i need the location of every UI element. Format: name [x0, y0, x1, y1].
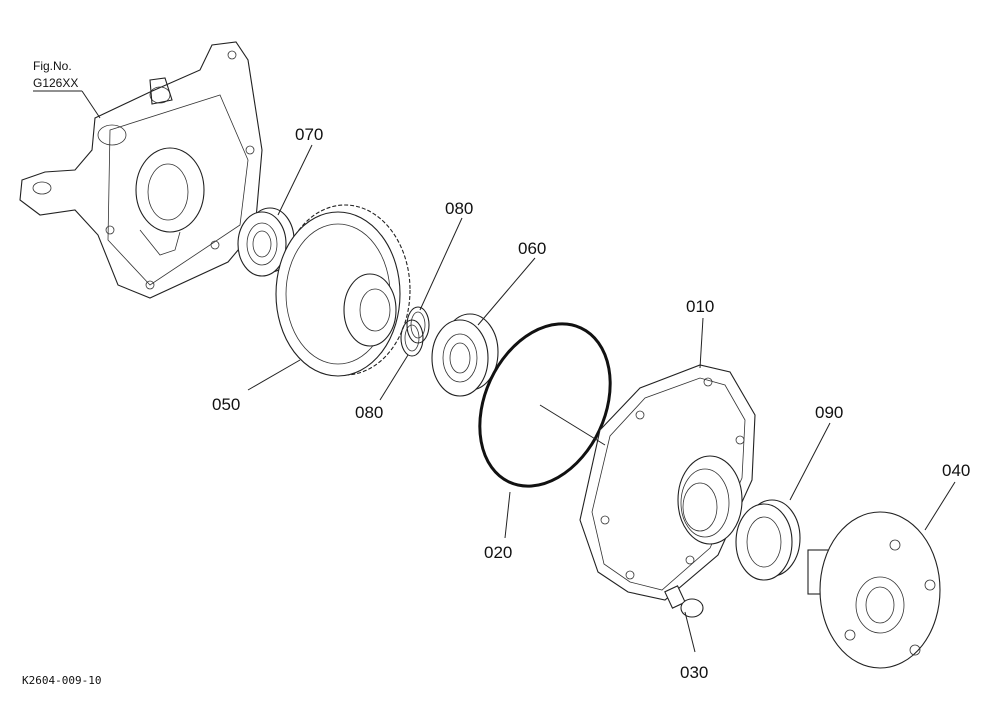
leader-020 [504, 491, 511, 539]
label-060: 060 [518, 239, 546, 258]
housing [19, 41, 263, 299]
label-010: 010 [686, 297, 714, 316]
leader-080-a [419, 217, 463, 311]
label-090: 090 [815, 403, 843, 422]
fig-code-leader [81, 90, 101, 119]
snap-ring-080-b [400, 319, 424, 357]
gear-050 [275, 204, 411, 377]
bearing-070 [237, 207, 295, 277]
leader-080-b [379, 354, 409, 401]
snap-ring-080-a [406, 306, 430, 344]
label-030: 030 [680, 663, 708, 682]
leader-090 [789, 422, 831, 501]
bolt-030 [664, 585, 704, 618]
label-020: 020 [484, 543, 512, 562]
label-040: 040 [942, 461, 970, 480]
drawing-code: K2604-009-10 [22, 674, 101, 687]
leader-060 [477, 257, 536, 326]
cover-plate-010 [579, 364, 756, 601]
label-080-a: 080 [445, 199, 473, 218]
leader-020-inner [539, 404, 606, 446]
fig-no-label: Fig.No. [33, 59, 72, 73]
bearing-060 [431, 313, 499, 397]
leader-030 [684, 611, 696, 653]
label-070: 070 [295, 125, 323, 144]
label-050: 050 [212, 395, 240, 414]
label-080-b: 080 [355, 403, 383, 422]
leader-070 [277, 144, 313, 216]
leader-050 [247, 359, 301, 391]
seal-090 [735, 499, 801, 581]
hub-flange-040 [807, 511, 941, 669]
leader-040 [924, 481, 956, 531]
fig-code: G126XX [33, 76, 78, 90]
leader-010 [699, 317, 704, 369]
